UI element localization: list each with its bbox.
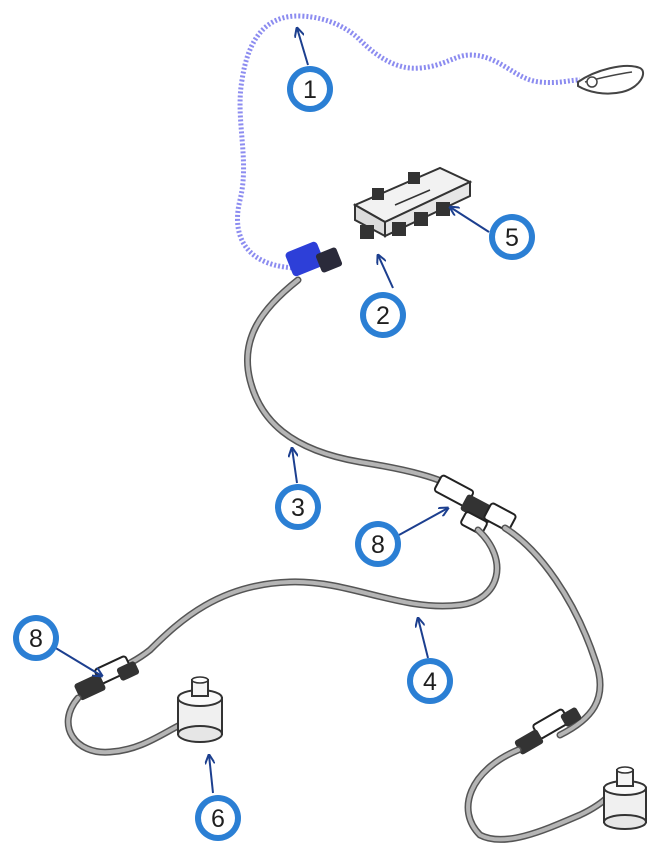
drop-cable-right <box>501 524 604 739</box>
callout-6: 6 <box>195 795 241 841</box>
svg-text:2: 2 <box>376 302 390 330</box>
leader-arrow-5 <box>450 207 490 233</box>
leader-arrow-2 <box>378 255 394 289</box>
t-connector-middle <box>433 474 517 535</box>
sensor-cable-left <box>64 694 184 756</box>
junction-block <box>352 166 473 239</box>
leader-arrow-3 <box>292 448 297 484</box>
svg-text:6: 6 <box>211 805 225 833</box>
cable-clip <box>577 64 645 95</box>
svg-text:3: 3 <box>291 494 305 522</box>
svg-text:5: 5 <box>505 224 519 252</box>
svg-text:1: 1 <box>303 76 317 104</box>
leader-arrow-1 <box>297 28 309 66</box>
leader-arrow-8a <box>398 508 448 536</box>
callout-1: 1 <box>287 66 333 112</box>
leader-arrow-4 <box>418 618 429 659</box>
svg-text:4: 4 <box>423 668 437 696</box>
callout-8-left: 8 <box>13 615 59 661</box>
blue-connector <box>285 241 343 277</box>
svg-text:8: 8 <box>371 531 385 559</box>
callout-4: 4 <box>407 658 453 704</box>
callout-3: 3 <box>275 484 321 530</box>
sensor-right <box>603 766 647 830</box>
callout-8-middle: 8 <box>355 521 401 567</box>
sensor-left <box>177 676 223 743</box>
coiled-cable <box>235 13 581 271</box>
backbone-cable <box>243 276 464 494</box>
t-connector-left <box>74 655 140 701</box>
drop-cable-left <box>101 526 501 679</box>
callout-2: 2 <box>360 292 406 338</box>
leader-arrow-6 <box>209 755 213 794</box>
leader-arrow-8b <box>53 646 102 676</box>
leader-arrows <box>53 28 490 794</box>
t-connector-right <box>514 707 582 755</box>
svg-text:8: 8 <box>29 625 43 653</box>
callout-5: 5 <box>489 214 535 260</box>
sensor-cable-right <box>464 746 614 843</box>
